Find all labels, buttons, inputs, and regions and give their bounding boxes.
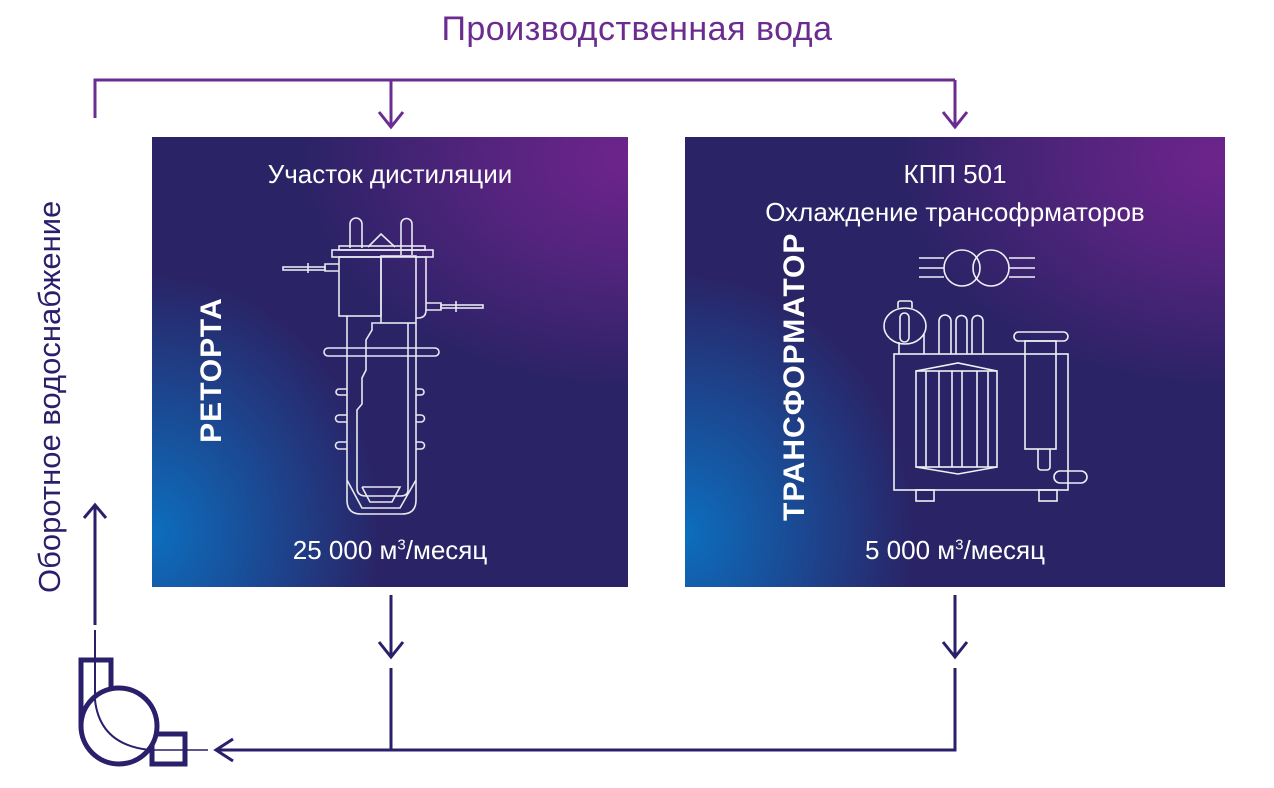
transformer-cooling-panel: КПП 501 Охлаждение трансофрматоров ТРАНС… — [685, 137, 1225, 587]
arrow-down-icon — [377, 111, 405, 130]
panel-heading-line1: КПП 501 — [903, 159, 1007, 189]
transformer-icon — [883, 249, 1088, 502]
return-water-line — [82, 502, 969, 763]
arrow-down-icon — [941, 641, 969, 660]
arrow-down-icon — [377, 641, 405, 660]
flow-rate: 5 000 м3/месяц — [864, 535, 1046, 565]
arrow-down-icon — [941, 111, 969, 130]
pump-icon — [78, 630, 188, 767]
distillation-panel: Участок дистиляции РЕТОРТА — [152, 137, 628, 587]
retort-icon — [282, 217, 484, 515]
arrow-left-icon — [213, 737, 234, 763]
flow-rate: 25 000 м3/месяц — [292, 535, 488, 565]
recycled-water-label: Оборотное водоснабжение — [32, 200, 67, 593]
production-water-line — [93, 78, 969, 130]
arrow-up-icon — [82, 502, 108, 519]
production-water-title: Производственная вода — [441, 10, 833, 48]
panel-heading-line2: Охлаждение трансофрматоров — [765, 197, 1145, 227]
panel-heading: Участок дистиляции — [267, 159, 513, 189]
